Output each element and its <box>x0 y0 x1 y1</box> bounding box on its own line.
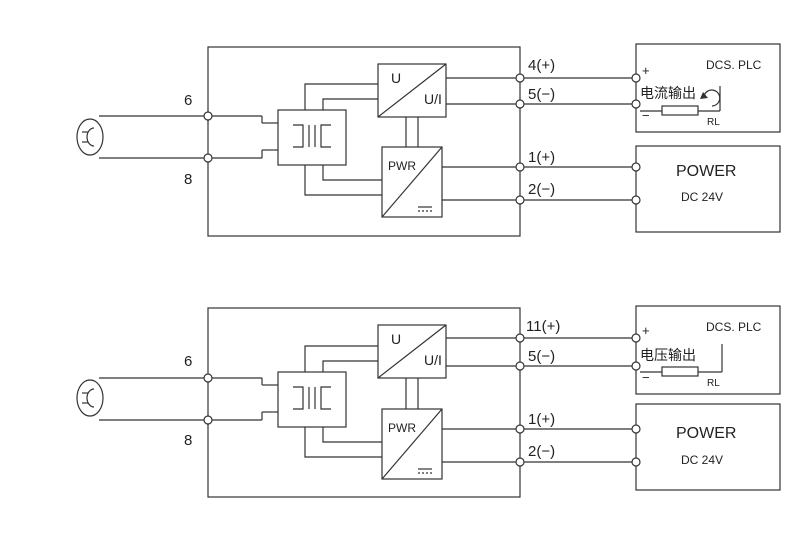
terminal-6-label: 6 <box>184 353 192 370</box>
transformer-icon <box>293 124 331 148</box>
pwr-label: PWR <box>388 421 416 435</box>
dcs-minus-label: − <box>642 370 650 385</box>
terminal-pwr-plus <box>515 424 525 434</box>
terminal-8-label: 8 <box>184 432 192 449</box>
power-voltage: DC 24V <box>681 453 723 467</box>
load-resistor-label: RL <box>707 117 720 128</box>
terminal-8 <box>203 415 213 425</box>
converter-u-label: U <box>391 70 401 86</box>
wiring-diagram-top: 6 8 U U/I PWR <box>76 43 781 237</box>
power-title: POWER <box>676 425 736 442</box>
terminal-8-label: 8 <box>184 171 192 188</box>
pwr-minus-label: 2(−) <box>528 443 555 460</box>
load-resistor <box>661 105 699 116</box>
converter-ui-label: U/I <box>424 352 442 368</box>
terminal-out-plus <box>515 73 525 83</box>
current-loop-arrow-icon <box>700 89 721 107</box>
dcs-plc-box <box>635 305 781 395</box>
dcs-title: DCS. PLC <box>706 320 762 334</box>
dcs-minus-label: − <box>642 108 650 123</box>
converter-ui-label: U/I <box>424 91 442 107</box>
isolation-transformer-box <box>277 371 347 428</box>
dcs-output-label: 电压输出 <box>640 347 696 363</box>
terminal-6 <box>203 111 213 121</box>
power-source-box <box>635 403 781 491</box>
pwr-plus-label: 1(+) <box>528 149 555 166</box>
sensor-icon <box>76 379 104 417</box>
dcs-plus-label: + <box>642 323 650 338</box>
terminal-out-minus <box>515 361 525 371</box>
dcs-plc-box <box>635 43 781 133</box>
power-source-box <box>635 145 781 233</box>
terminal-8 <box>203 153 213 163</box>
out-minus-label: 5(−) <box>528 86 555 103</box>
isolator-module-box <box>207 46 521 237</box>
out-plus-label: 11(+) <box>526 318 560 335</box>
terminal-pwr-minus <box>515 195 525 205</box>
isolator-module-box <box>207 307 521 498</box>
pwr-plus-label: 1(+) <box>528 411 555 428</box>
power-voltage: DC 24V <box>681 190 723 204</box>
pwr-label: PWR <box>388 159 416 173</box>
dc-symbol-icon <box>418 206 432 212</box>
terminal-6 <box>203 373 213 383</box>
transformer-icon <box>293 386 331 410</box>
sensor-icon <box>76 118 104 156</box>
load-resistor-label: RL <box>707 378 720 389</box>
terminal-out-plus <box>515 333 525 343</box>
power-title: POWER <box>676 163 736 180</box>
terminal-pwr-minus <box>515 457 525 467</box>
converter-u-label: U <box>391 331 401 347</box>
pwr-minus-label: 2(−) <box>528 181 555 198</box>
dc-symbol-icon <box>418 468 432 474</box>
load-resistor <box>661 366 699 377</box>
dcs-title: DCS. PLC <box>706 58 762 72</box>
terminal-6-label: 6 <box>184 92 192 109</box>
terminal-out-minus <box>515 99 525 109</box>
wiring-diagram-bottom: 6 8 U U/I PWR <box>76 305 781 498</box>
terminal-pwr-plus <box>515 162 525 172</box>
dcs-plus-label: + <box>642 63 650 78</box>
out-plus-label: 4(+) <box>528 57 555 74</box>
isolation-transformer-box <box>277 109 347 166</box>
dcs-output-label: 电流输出 <box>640 85 696 101</box>
out-minus-label: 5(−) <box>528 348 555 365</box>
